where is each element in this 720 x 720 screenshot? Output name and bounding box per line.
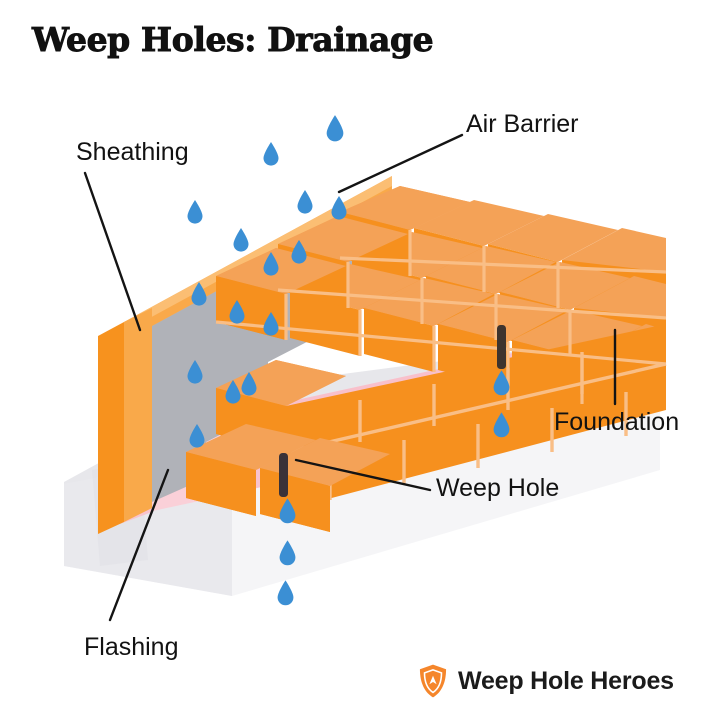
leader-weep-hole	[294, 458, 432, 492]
label-air-barrier: Air Barrier	[466, 110, 579, 138]
brand-logo: Weep Hole Heroes	[418, 664, 674, 698]
shield-icon	[419, 664, 447, 698]
weep-hole-slot	[497, 325, 506, 369]
leader-flashing	[108, 468, 170, 622]
label-foundation: Foundation	[554, 408, 680, 436]
leader-lines	[83, 133, 617, 622]
weep-hole-slot	[279, 453, 288, 497]
label-weep-hole: Weep Hole	[436, 474, 560, 502]
weep-hole-slots	[279, 325, 506, 497]
leader-air-barrier	[337, 133, 464, 194]
sheathing-panel	[98, 176, 392, 534]
page-title: Weep Holes: Drainage	[32, 20, 435, 60]
brick-mortar-upper	[215, 230, 667, 404]
label-sheathing: Sheathing	[76, 138, 189, 166]
leader-sheathing	[83, 171, 142, 332]
label-flashing: Flashing	[84, 633, 179, 661]
brand-name: Weep Hole Heroes	[458, 666, 674, 695]
